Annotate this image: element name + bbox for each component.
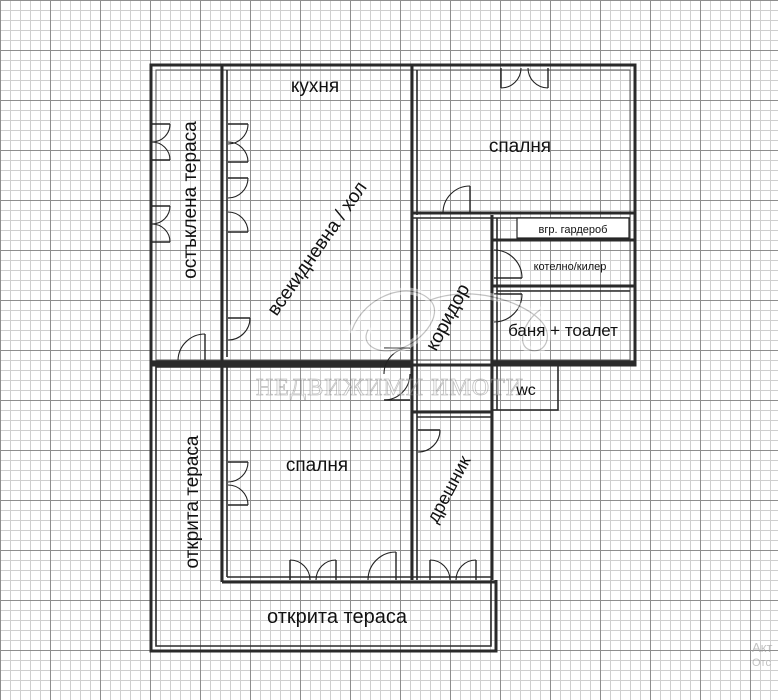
door-living-2 [227, 177, 249, 233]
door-terrace-bottom [177, 333, 206, 361]
watermark: НЕДВИЖИМИ ИМОТИ [255, 287, 551, 401]
room-label-wc: wc [515, 382, 536, 399]
room-label-wardrobe: вгр. гардероб [539, 224, 608, 236]
door-closet-bottom [429, 559, 477, 581]
door-terrace-1 [151, 123, 171, 161]
corner-text-line1: Акт [752, 640, 773, 655]
room-label-bath: баня + тоалет [508, 321, 618, 340]
room-label-bedroom-top: спалня [489, 136, 551, 157]
doors [151, 67, 549, 581]
room-label-closet: дрешник [423, 452, 475, 526]
door-bedroom-side [227, 461, 249, 506]
door-bedroom-bottom-2 [367, 551, 397, 581]
door-bedroom-corridor [442, 185, 471, 214]
door-living-1 [227, 123, 249, 163]
door-boiler [493, 249, 523, 279]
room-label-kitchen: кухня [291, 76, 339, 97]
room-label-bedroom-bottom: спалня [286, 455, 348, 476]
door-bedroom-bottom-1 [289, 559, 337, 581]
corner-text-line2: Отс [752, 657, 771, 669]
room-label-boiler: котелно/килер [534, 261, 607, 273]
door-living-bottom [227, 317, 251, 341]
door-corridor-living [383, 347, 411, 401]
door-closet [417, 429, 441, 453]
room-label-glazed-terrace: остъклена тераса [180, 121, 201, 279]
walls [149, 63, 637, 653]
door-bedroom-top [500, 67, 549, 89]
corner-text: Акт Отс [752, 640, 773, 669]
door-terrace-2 [151, 205, 171, 243]
room-label-open-terrace-bottom: открита тераса [267, 606, 408, 628]
watermark-logo-icon [348, 287, 551, 355]
room-label-open-terrace-side: открита тераса [182, 435, 203, 568]
wardrobe-box [516, 217, 630, 239]
door-bath [493, 293, 523, 323]
watermark-text: НЕДВИЖИМИ ИМОТИ [256, 375, 524, 401]
